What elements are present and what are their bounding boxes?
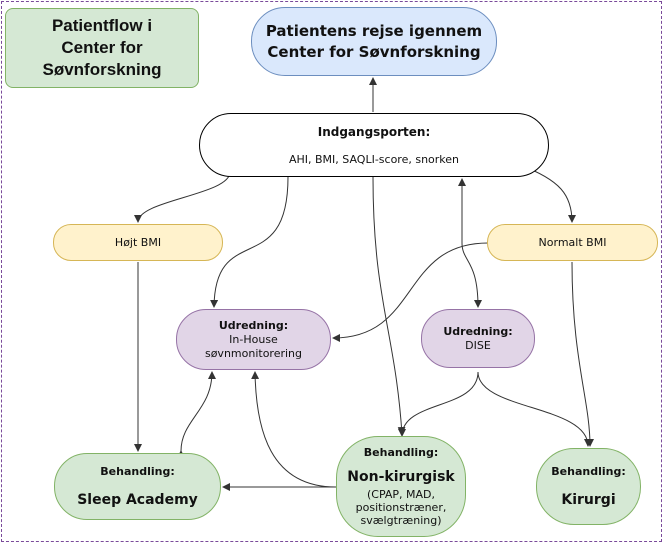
edge-gateway-to-dise (461, 242, 482, 308)
surgery-name: Kirurgi (561, 492, 616, 508)
surgery-title: Behandling: (551, 465, 626, 478)
non-surgical-detail-3: svælgtræning) (360, 514, 442, 527)
dise-line-1: DISE (465, 338, 491, 352)
edge-gateway-to-high-bmi (134, 171, 231, 223)
title-line-2: Center for (61, 38, 143, 57)
edge-normal-bmi-to-surgery (571, 261, 594, 447)
non-surgical-title: Behandling: (363, 446, 439, 459)
edge-gateway-to-non-surgical (372, 176, 406, 435)
non-surgical-node: Behandling: Non-kirurgisk (CPAP, MAD, po… (336, 436, 466, 537)
title-line-1: Patientflow i (51, 16, 153, 35)
inhouse-line-2: søvnmonitorering (204, 346, 303, 360)
inhouse-line-1: In-House (229, 332, 278, 346)
dise-node: Udredning: DISE (421, 309, 535, 368)
non-surgical-name: Non-kirurgisk (347, 469, 455, 485)
journey-line-1: Patientens rejse igennem (265, 21, 483, 40)
gateway-node: Indgangsporten: AHI, BMI, SAQLI-score, s… (199, 113, 549, 177)
inhouse-monitoring-node: Udredning: In-House søvnmonitorering (176, 309, 331, 370)
journey-line-2: Center for Søvnforskning (267, 42, 481, 61)
surgery-node: Behandling: Kirurgi (536, 448, 641, 525)
edge-dise-to-surgery (477, 371, 592, 447)
high-bmi-node: Højt BMI (53, 224, 223, 261)
journey-node: Patientens rejse igennem Center for Søvn… (251, 7, 497, 76)
gateway-title: Indgangsporten: (317, 124, 431, 139)
dise-title: Udredning: (443, 324, 513, 338)
edge-gateway-to-inhouse (210, 176, 289, 308)
edge-non-surgical-to-inhouse (251, 371, 337, 488)
high-bmi-label: Højt BMI (114, 236, 162, 249)
edge-sleep-to-inhouse (176, 371, 216, 459)
gateway-criteria: AHI, BMI, SAQLI-score, snorken (288, 152, 460, 166)
edge-dise-to-non-surgical (398, 371, 479, 437)
diagram-title: Patientflow i Center for Søvnforskning (5, 8, 199, 88)
non-surgical-detail-2: positionstræner, (355, 501, 447, 514)
inhouse-title: Udredning: (218, 318, 289, 332)
normal-bmi-node: Normalt BMI (487, 224, 658, 261)
sleep-academy-title: Behandling: (100, 465, 175, 478)
non-surgical-detail-1: (CPAP, MAD, (366, 488, 436, 501)
title-line-3: Søvnforskning (42, 60, 162, 79)
sleep-academy-name: Sleep Academy (77, 492, 198, 508)
normal-bmi-label: Normalt BMI (538, 236, 607, 249)
edge-normal-bmi-to-inhouse (332, 242, 489, 342)
sleep-academy-node: Behandling: Sleep Academy (54, 453, 221, 520)
